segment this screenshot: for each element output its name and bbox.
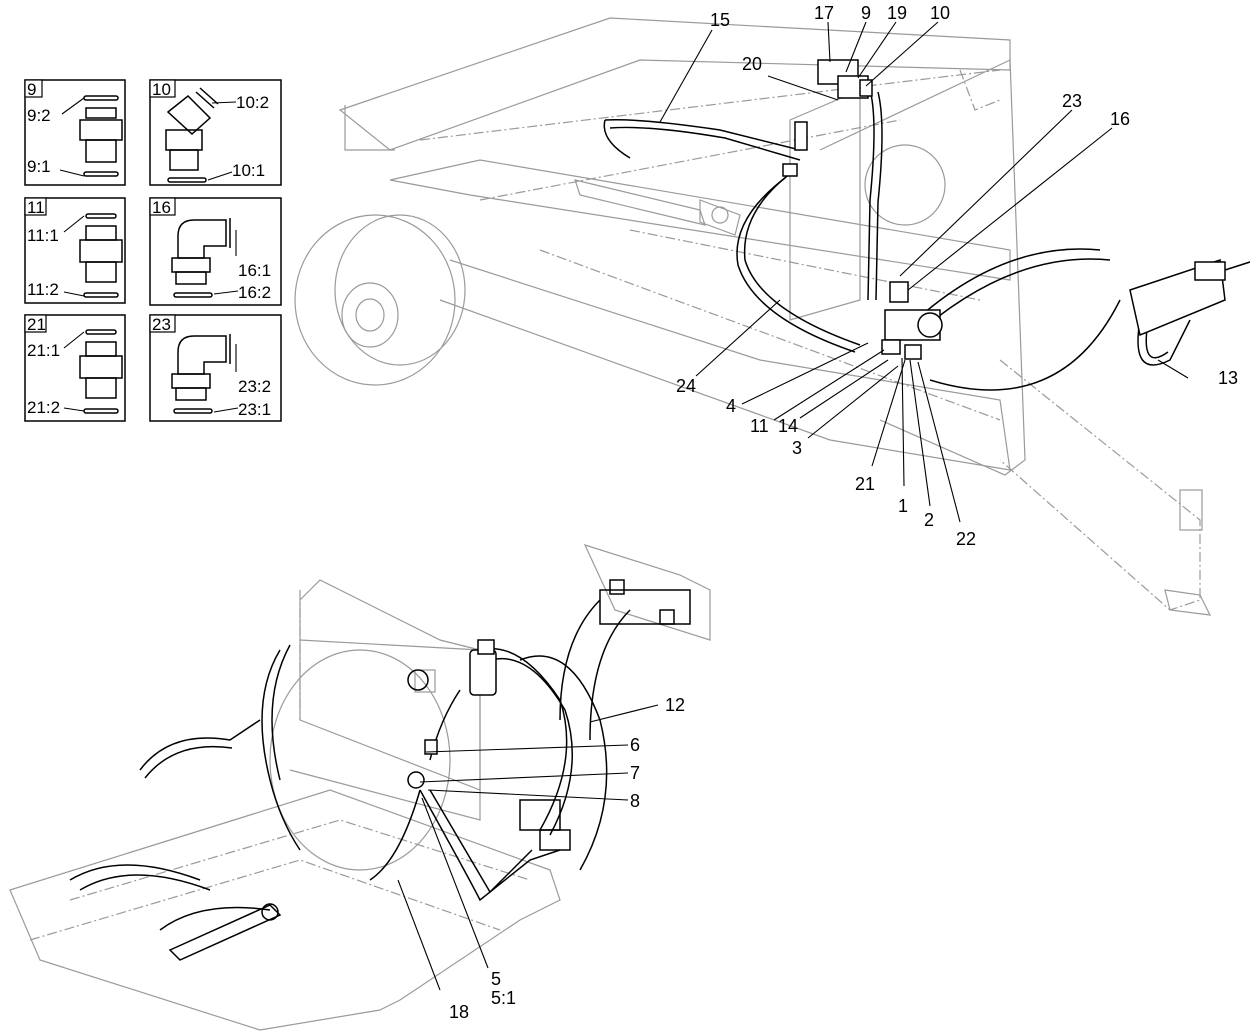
detail-11-top-label: 11:1	[27, 226, 59, 245]
detail-box-23: 23 23:2 23:1	[149, 314, 282, 422]
detail-box-11: 11 11:1 11:2	[24, 197, 126, 304]
leader-lines	[397, 21, 1189, 991]
callout-10: 10	[930, 3, 950, 23]
detail-23-title: 23	[152, 315, 171, 334]
detail-10-top-label: 10:2	[236, 93, 269, 112]
callout-20: 20	[742, 54, 762, 74]
callout-6: 6	[630, 735, 640, 755]
callout-17: 17	[814, 3, 834, 23]
detail-16-title: 16	[152, 198, 171, 217]
lower-machine-assembly	[9, 544, 711, 1031]
callout-22: 22	[956, 529, 976, 549]
detail-16-top-label: 16:1	[238, 261, 271, 280]
straight-fitting-icon	[79, 95, 123, 177]
callout-14: 14	[778, 416, 798, 436]
callout-3: 3	[792, 438, 802, 458]
callout-9: 9	[861, 3, 871, 23]
callout-16: 16	[1110, 109, 1130, 129]
callout-18: 18	[449, 1002, 469, 1022]
callout-2: 2	[924, 510, 934, 530]
detail-11-bottom-label: 11:2	[27, 280, 59, 299]
45-degree-fitting-icon	[165, 87, 219, 183]
filter-icon	[469, 639, 497, 696]
hydraulic-pump-icon	[881, 281, 943, 360]
callout-7: 7	[630, 763, 640, 783]
control-valve-icon	[599, 579, 691, 625]
detail-21-top-label: 21:1	[27, 341, 60, 360]
detail-23-bottom-label: 23:1	[238, 400, 271, 419]
callout-13: 13	[1218, 368, 1238, 388]
callout-19: 19	[887, 3, 907, 23]
detail-21-title: 21	[27, 315, 46, 334]
upper-machine-assembly	[294, 17, 1251, 616]
hydraulic-cylinder-icon	[168, 903, 282, 961]
straight-fitting-icon	[79, 213, 123, 298]
callout-24: 24	[676, 376, 696, 396]
callout-12: 12	[665, 695, 685, 715]
90-degree-fitting-icon	[171, 218, 231, 298]
detail-9-title: 9	[27, 80, 36, 99]
callout-8: 8	[630, 791, 640, 811]
detail-box-16: 16 16:1 16:2	[149, 197, 282, 306]
detail-16-bottom-label: 16:2	[238, 283, 271, 302]
detail-23-top-label: 23:2	[238, 377, 271, 396]
detail-9-top-label: 9:2	[27, 106, 51, 125]
90-degree-fitting-icon	[171, 334, 231, 414]
callout-5: 5	[491, 969, 501, 989]
callout-1: 1	[898, 496, 908, 516]
detail-box-21: 21 21:1 21:2	[24, 314, 126, 422]
callout-23: 23	[1062, 91, 1082, 111]
detail-9-bottom-label: 9:1	[27, 157, 51, 176]
detail-box-10: 10 10:2 10:1	[149, 79, 282, 186]
callout-labels: 15 17 9 19 10 20 23 16 13 24 4 11 14 3 2…	[449, 3, 1238, 1022]
detail-21-bottom-label: 21:2	[27, 398, 60, 417]
callout-21: 21	[855, 474, 875, 494]
detail-11-title: 11	[27, 198, 45, 217]
detail-10-bottom-label: 10:1	[232, 161, 265, 180]
callout-4: 4	[726, 396, 736, 416]
callout-15: 15	[710, 10, 730, 30]
straight-fitting-icon	[79, 329, 123, 414]
detail-10-title: 10	[152, 80, 171, 99]
detail-box-9: 9 9:2 9:1	[24, 79, 126, 186]
control-valve-icon	[1129, 258, 1251, 337]
callout-11: 11	[750, 416, 769, 436]
hydraulic-cylinder-icon	[574, 179, 741, 236]
wheel-icon	[294, 214, 466, 386]
callout-5-1: 5:1	[491, 988, 516, 1008]
